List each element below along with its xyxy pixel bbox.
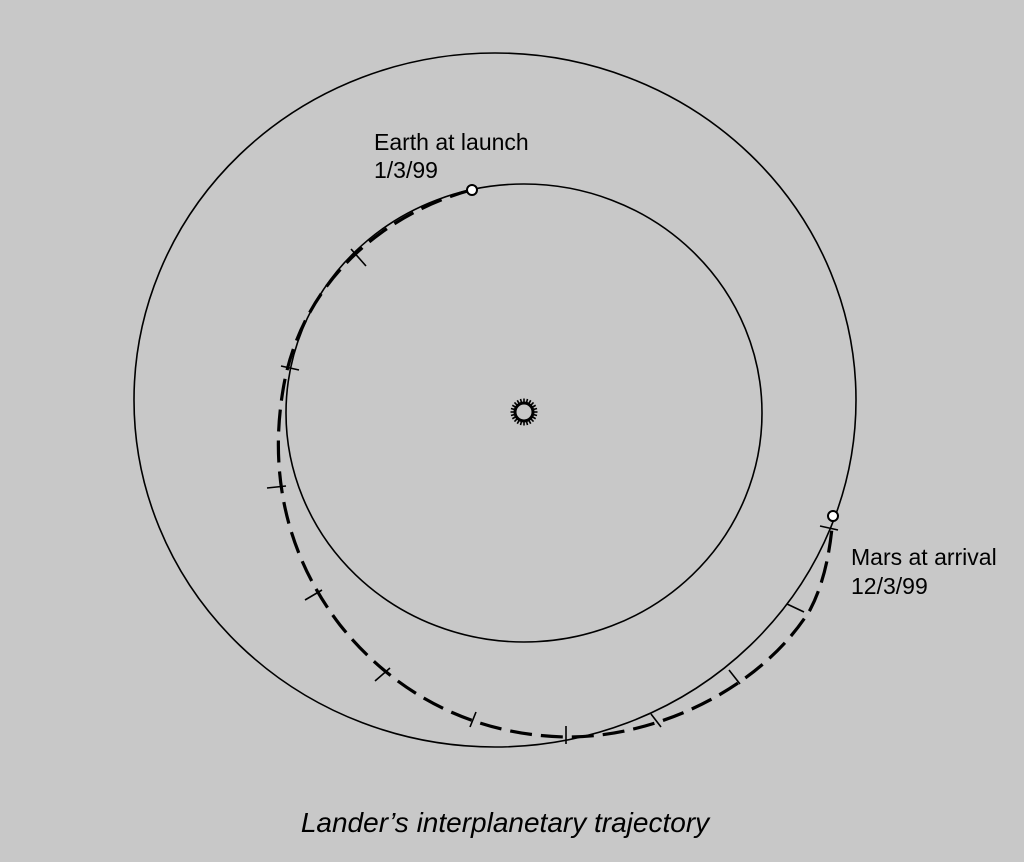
earth-launch-date: 1/3/99 (374, 157, 438, 183)
tick-mark (266, 485, 287, 489)
tick-mark (786, 603, 805, 613)
figure-caption: Lander’s interplanetary trajectory (301, 807, 711, 838)
mars-arrival-marker (827, 510, 839, 522)
sun-ray (529, 417, 535, 423)
sun-ray (519, 420, 523, 426)
tick-mark (350, 248, 367, 267)
mars-arrival-title: Mars at arrival (851, 544, 997, 570)
tick-mark (650, 713, 662, 728)
sun-ray (525, 420, 529, 426)
sun-ray (513, 401, 519, 407)
monthly-ticks (266, 248, 839, 744)
tick-mark (728, 669, 741, 685)
tick-mark (374, 667, 391, 682)
sun-ray (529, 401, 535, 407)
sun-ray (531, 404, 537, 409)
sun-icon (510, 398, 538, 426)
sun-ray (527, 399, 532, 405)
sun-ray (511, 415, 517, 420)
tick-mark (304, 589, 323, 601)
tick-mark (280, 365, 300, 371)
tick-mark (819, 525, 839, 531)
earth-launch-title: Earth at launch (374, 129, 529, 155)
sun-ray (510, 407, 516, 411)
sun-ray (510, 413, 516, 417)
sun-ray (532, 413, 538, 417)
sun-ray (513, 417, 519, 423)
earth-launch-marker (466, 184, 478, 196)
sun-ray (519, 398, 523, 404)
sun-ray (531, 415, 537, 420)
tick-mark (469, 711, 477, 728)
sun-ray (516, 399, 521, 405)
sun-ray (527, 419, 532, 425)
earth-orbit (285, 183, 763, 643)
sun-ray (511, 404, 517, 409)
sun-ray (525, 398, 529, 404)
mars-orbit (133, 52, 857, 748)
transfer-trajectory (276, 188, 835, 739)
sun-ray (516, 419, 521, 425)
sun-ray (532, 407, 538, 411)
mars-arrival-date: 12/3/99 (851, 573, 928, 599)
